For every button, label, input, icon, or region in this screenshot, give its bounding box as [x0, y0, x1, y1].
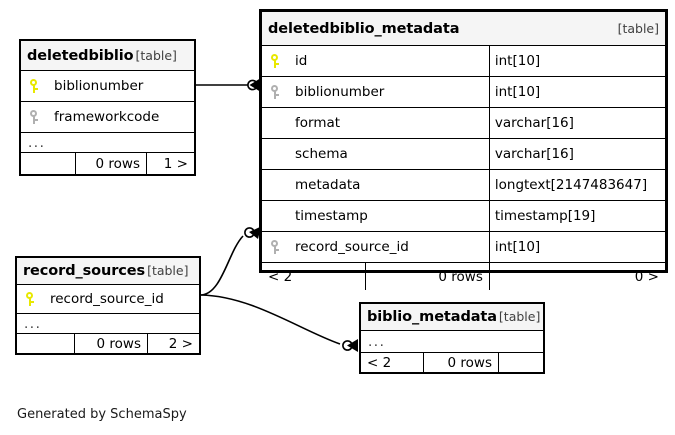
column-name-cell-record_source_id: record_source_id	[262, 239, 489, 255]
column-name-cell-id: id	[262, 53, 489, 69]
column-row-record_source_id[interactable]: record_source_id int[10]	[262, 232, 665, 263]
column-type: int[10]	[488, 77, 665, 107]
footer-parent-count[interactable]: < 2	[268, 268, 293, 285]
primary-key-icon	[25, 291, 36, 307]
column-name-cell-record_source_id: record_source_id	[17, 291, 199, 307]
table-footer-record_sources: 0 rows 2 >	[17, 334, 199, 354]
table-footer-deletedbiblio_metadata: < 2 0 rows 0 >	[262, 263, 665, 290]
table-title-deletedbiblio: deletedbiblio [table]	[21, 41, 194, 71]
table-name: deletedbiblio	[27, 47, 134, 64]
column-name-cell-biblionumber: biblionumber	[262, 84, 489, 100]
footer-row-count: 0 rows	[75, 153, 146, 174]
foreign-key-icon	[270, 239, 281, 255]
column-type: varchar[16]	[488, 108, 665, 138]
table-name: record_sources	[23, 263, 146, 279]
table-type-tag: [table]	[617, 21, 659, 36]
footer-row-count: 0 rows	[74, 334, 147, 354]
column-name-cell-metadata: metadata	[262, 177, 489, 193]
column-name-cell-timestamp: timestamp	[262, 208, 489, 224]
footer-child-count	[498, 353, 543, 373]
column-type: varchar[16]	[488, 139, 665, 169]
generator-credit: Generated by SchemaSpy	[17, 407, 187, 422]
table-name: biblio_metadata	[367, 309, 497, 325]
column-name: record_source_id	[50, 291, 164, 307]
column-name: format	[295, 115, 341, 131]
footer-child-count[interactable]: 0 >	[488, 263, 665, 290]
table-biblio_metadata[interactable]: biblio_metadata [table] ... < 2 0 rows	[359, 302, 545, 374]
table-name: deletedbiblio_metadata	[268, 20, 460, 37]
column-name: biblionumber	[295, 84, 385, 100]
column-row-metadata[interactable]: metadata longtext[2147483647]	[262, 170, 665, 201]
footer-parent-count	[21, 153, 75, 174]
column-name: frameworkcode	[54, 109, 160, 125]
relationship-record_sources-to-deletedbiblio_metadata	[200, 226, 261, 296]
column-name: timestamp	[295, 208, 368, 224]
footer-parent-count[interactable]: < 2	[367, 355, 392, 371]
column-type: int[10]	[488, 232, 665, 262]
column-row-timestamp[interactable]: timestamp timestamp[19]	[262, 201, 665, 232]
table-deletedbiblio_metadata[interactable]: deletedbiblio_metadata [table] id int[10…	[259, 9, 668, 290]
table-title-biblio_metadata: biblio_metadata [table]	[361, 304, 543, 331]
column-row-frameworkcode[interactable]: frameworkcode	[21, 102, 194, 133]
footer-parent-count	[17, 334, 74, 354]
foreign-key-icon	[270, 84, 281, 100]
column-name: record_source_id	[295, 239, 409, 255]
more-columns-ellipsis: ...	[21, 133, 194, 153]
column-type: timestamp[19]	[488, 201, 665, 231]
relationship-record_sources-to-biblio_metadata	[200, 294, 358, 352]
column-row-schema[interactable]: schema varchar[16]	[262, 139, 665, 170]
column-name-cell-schema: schema	[262, 146, 489, 162]
column-row-biblionumber[interactable]: biblionumber	[21, 71, 194, 102]
footer-row-count: 0 rows	[423, 353, 498, 373]
table-title-deletedbiblio_metadata: deletedbiblio_metadata [table]	[262, 12, 665, 46]
table-record_sources[interactable]: record_sources [table] record_source_id …	[15, 256, 201, 355]
column-name-cell-frameworkcode: frameworkcode	[21, 109, 194, 125]
column-type: longtext[2147483647]	[488, 170, 665, 200]
footer-child-count[interactable]: 1 >	[146, 153, 194, 174]
primary-key-icon	[29, 78, 40, 94]
table-type-tag: [table]	[498, 309, 541, 324]
more-columns-ellipsis: ...	[361, 331, 543, 353]
table-footer-biblio_metadata: < 2 0 rows	[361, 353, 543, 373]
footer-child-count[interactable]: 2 >	[147, 334, 199, 354]
more-columns-ellipsis: ...	[17, 314, 199, 334]
column-type: int[10]	[488, 46, 665, 76]
table-footer-deletedbiblio: 0 rows 1 >	[21, 153, 194, 174]
foreign-key-icon	[29, 109, 40, 125]
column-name: id	[295, 53, 308, 69]
column-name-cell-biblionumber: biblionumber	[21, 78, 194, 94]
column-row-record_source_id[interactable]: record_source_id	[17, 285, 199, 314]
relationship-deletedbiblio-to-deletedbiblio_metadata	[196, 78, 260, 92]
table-type-tag: [table]	[147, 263, 189, 278]
footer-row-count: 0 rows	[365, 263, 488, 290]
column-row-format[interactable]: format varchar[16]	[262, 108, 665, 139]
table-deletedbiblio[interactable]: deletedbiblio [table] biblionumber frame…	[19, 39, 196, 176]
column-name-cell-format: format	[262, 115, 489, 131]
column-row-biblionumber[interactable]: biblionumber int[10]	[262, 77, 665, 108]
table-type-tag: [table]	[135, 47, 177, 63]
column-row-id[interactable]: id int[10]	[262, 46, 665, 77]
column-name: metadata	[295, 177, 361, 193]
column-name: biblionumber	[54, 78, 144, 94]
primary-key-icon	[270, 53, 281, 69]
table-title-record_sources: record_sources [table]	[17, 258, 199, 285]
column-name: schema	[295, 146, 348, 162]
